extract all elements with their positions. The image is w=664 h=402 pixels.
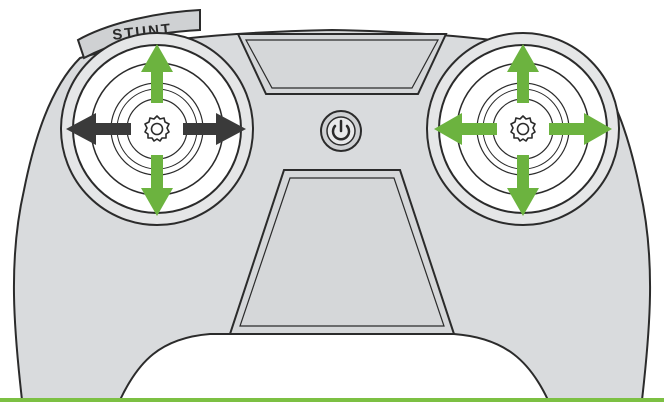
- bottom-rail: [0, 398, 664, 402]
- arrow-left-icon: [434, 113, 497, 145]
- arrow-right-icon: [549, 113, 612, 145]
- left-joystick[interactable]: [60, 32, 254, 226]
- arrow-right-icon: [183, 113, 246, 145]
- arrow-down-icon: [507, 155, 539, 216]
- bottom-cutout: [118, 333, 550, 401]
- top-center-panel: [236, 33, 448, 95]
- power-icon: [331, 119, 351, 141]
- power-button[interactable]: [320, 110, 362, 152]
- arrow-left-icon: [66, 113, 131, 145]
- arrow-up-icon: [141, 44, 173, 103]
- right-joystick[interactable]: [426, 32, 620, 226]
- arrow-down-icon: [141, 155, 173, 216]
- arrow-up-icon: [507, 44, 539, 103]
